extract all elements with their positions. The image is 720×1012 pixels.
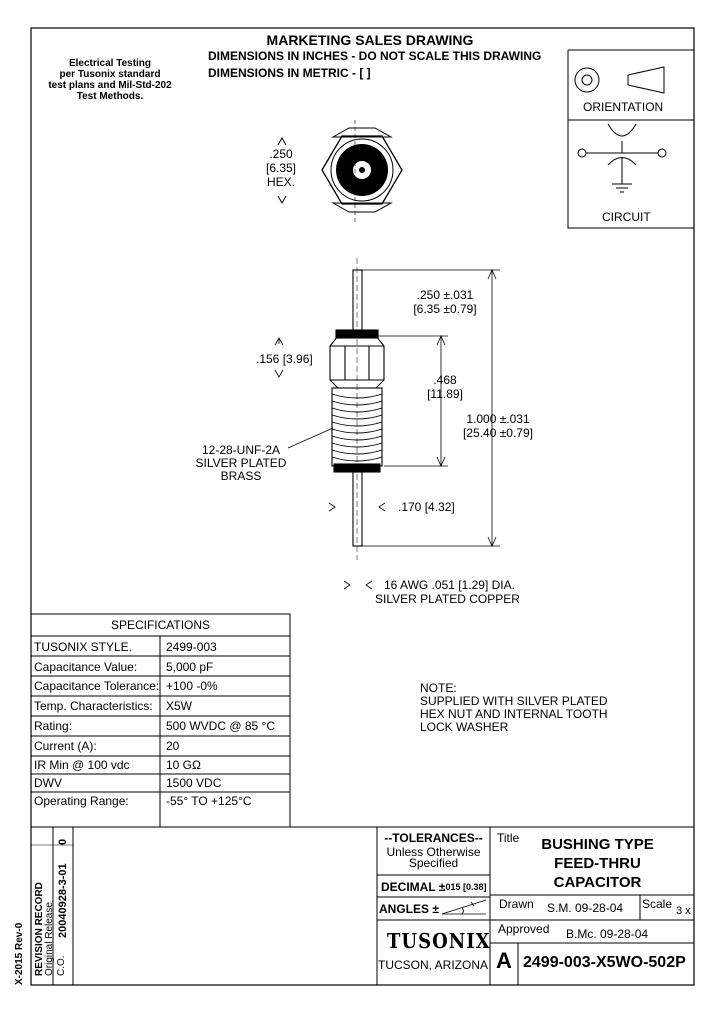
spec-value: 10 GΩ bbox=[166, 758, 201, 772]
overall-length-dimension: 1.000 ±.031 [25.40 ±0.79] bbox=[455, 412, 541, 440]
tolerances-specified: Specified bbox=[408, 856, 459, 870]
testing-note-line: Test Methods. bbox=[76, 91, 144, 102]
top-lead-dimension: .250 ±.031 [6.35 ±0.79] bbox=[400, 288, 490, 316]
company-logo: TUSONIX bbox=[387, 929, 491, 954]
thread-callout: 12-28-UNF-2A SILVER PLATED BRASS bbox=[186, 444, 296, 483]
co-number: 20040928-3-01 bbox=[57, 863, 69, 938]
testing-note-line: per Tusonix standard bbox=[59, 69, 161, 80]
angles-tolerance-label: ANGLES ± bbox=[379, 902, 439, 916]
spec-value: 500 WVDC @ 85 °C bbox=[166, 719, 276, 733]
spec-value: 1500 VDC bbox=[166, 776, 222, 790]
spec-value: 2499-003 bbox=[166, 640, 217, 654]
decimal-tolerance-value: .015 [0.38] bbox=[443, 882, 487, 892]
spec-label: Capacitance Tolerance: bbox=[34, 679, 160, 693]
drawing-size: A bbox=[496, 948, 512, 973]
drawing-part-title: BUSHING TYPE FEED-THRU CAPACITOR bbox=[525, 835, 670, 892]
spec-label: TUSONIX STYLE. bbox=[34, 640, 133, 654]
orientation-label: ORIENTATION bbox=[583, 100, 664, 114]
callout-text: 12-28-UNF-2A bbox=[201, 443, 281, 457]
title-block-grid bbox=[31, 826, 694, 985]
approved-value: B.Mc. 09-28-04 bbox=[566, 927, 649, 941]
specs-title: SPECIFICATIONS bbox=[110, 618, 211, 632]
decimal-tolerance-label: DECIMAL ± bbox=[381, 880, 446, 894]
dim-text: HEX. bbox=[266, 175, 295, 189]
wire-callout-1: 16 AWG .051 [1.29] DIA. bbox=[384, 578, 515, 592]
header: MARKETING SALES DRAWING bbox=[200, 32, 540, 48]
header-line-2: DIMENSIONS IN INCHES - DO NOT SCALE THIS… bbox=[208, 49, 542, 63]
approved-label: Approved bbox=[498, 922, 550, 936]
spec-value: +100 -0% bbox=[166, 679, 218, 693]
tolerances-heading: --TOLERANCES-- bbox=[384, 831, 483, 845]
scale-value: 3 x bbox=[676, 905, 691, 917]
spec-label: Operating Range: bbox=[34, 794, 129, 808]
testing-note: Electrical Testing per Tusonix standard … bbox=[40, 58, 180, 102]
dim-text: [11.89] bbox=[427, 387, 463, 401]
spec-label: Capacitance Value: bbox=[34, 660, 138, 674]
circuit-symbol bbox=[577, 123, 667, 193]
form-number: X-2015 Rev-0 bbox=[14, 922, 25, 985]
drawn-value: S.M. 09-28-04 bbox=[547, 901, 624, 915]
dim-text: [6.35] bbox=[265, 161, 297, 175]
company-location: TUCSON, ARIZONA bbox=[378, 958, 489, 972]
spec-value: 5,000 pF bbox=[166, 660, 214, 674]
orientation-symbol bbox=[574, 66, 665, 94]
scale-label: Scale bbox=[642, 897, 673, 911]
title-label: Title bbox=[497, 831, 520, 845]
hex-height-dimension: .156 [3.96] bbox=[256, 352, 313, 366]
dim-text: .468 bbox=[433, 373, 457, 387]
spec-value: X5W bbox=[166, 699, 193, 713]
hex-top-view bbox=[277, 120, 403, 222]
header-line-3: DIMENSIONS IN METRIC - [ ] bbox=[208, 66, 371, 80]
note: NOTE: SUPPLIED WITH SILVER PLATED HEX NU… bbox=[420, 682, 608, 734]
spec-label: IR Min @ 100 vdc bbox=[34, 758, 130, 772]
lead-diameter-dimension: .170 [4.32] bbox=[398, 500, 455, 514]
dim-text: [6.35 ±0.79] bbox=[413, 302, 477, 316]
spec-label: Temp. Characteristics: bbox=[34, 699, 153, 713]
spec-value: -55° TO +125°C bbox=[166, 794, 252, 808]
dim-text: .250 bbox=[269, 147, 293, 161]
testing-note-line: test plans and Mil-Std-202 bbox=[48, 80, 172, 91]
spec-value: 20 bbox=[166, 739, 180, 753]
dim-text: [25.40 ±0.79] bbox=[463, 426, 533, 440]
callout-text: SILVER PLATED bbox=[195, 456, 287, 470]
body-length-dimension: .468 [11.89] bbox=[420, 373, 470, 401]
dim-text: 1.000 ±.031 bbox=[466, 412, 530, 426]
spec-label: Rating: bbox=[34, 719, 73, 733]
spec-label: DWV bbox=[34, 776, 62, 790]
side-view bbox=[329, 258, 385, 560]
drawing-title: MARKETING SALES DRAWING bbox=[266, 32, 474, 48]
drawn-label: Drawn bbox=[499, 897, 534, 911]
title-line: BUSHING TYPE bbox=[541, 836, 654, 853]
specs-grid bbox=[30, 613, 291, 828]
original-release-label: Original Release bbox=[44, 902, 55, 976]
circuit-label: CIRCUIT bbox=[602, 210, 651, 224]
spec-label: Current (A): bbox=[34, 739, 97, 753]
note-line: NOTE: bbox=[420, 681, 457, 695]
revision-number: 0 bbox=[57, 838, 69, 845]
angle-symbol bbox=[441, 899, 487, 915]
tolerances-unless: Unless Otherwise bbox=[386, 845, 481, 859]
wire-callout-2: SILVER PLATED COPPER bbox=[375, 592, 520, 606]
callout-text: BRASS bbox=[220, 469, 262, 483]
co-label: C.O. bbox=[56, 955, 67, 976]
note-line: SUPPLIED WITH SILVER PLATED bbox=[420, 694, 608, 708]
note-line: HEX NUT AND INTERNAL TOOTH bbox=[420, 707, 608, 721]
dimension-lines bbox=[274, 269, 500, 590]
title-line: CAPACITOR bbox=[553, 874, 642, 891]
testing-note-line: Electrical Testing bbox=[68, 58, 152, 69]
part-number: 2499-003-X5WO-502P bbox=[523, 954, 686, 971]
note-line: LOCK WASHER bbox=[420, 720, 509, 734]
hex-dimension: .250 [6.35] HEX. bbox=[256, 147, 306, 189]
dim-text: .250 ±.031 bbox=[416, 288, 474, 302]
title-line: FEED-THRU bbox=[554, 855, 641, 872]
drawing-border bbox=[30, 27, 695, 986]
